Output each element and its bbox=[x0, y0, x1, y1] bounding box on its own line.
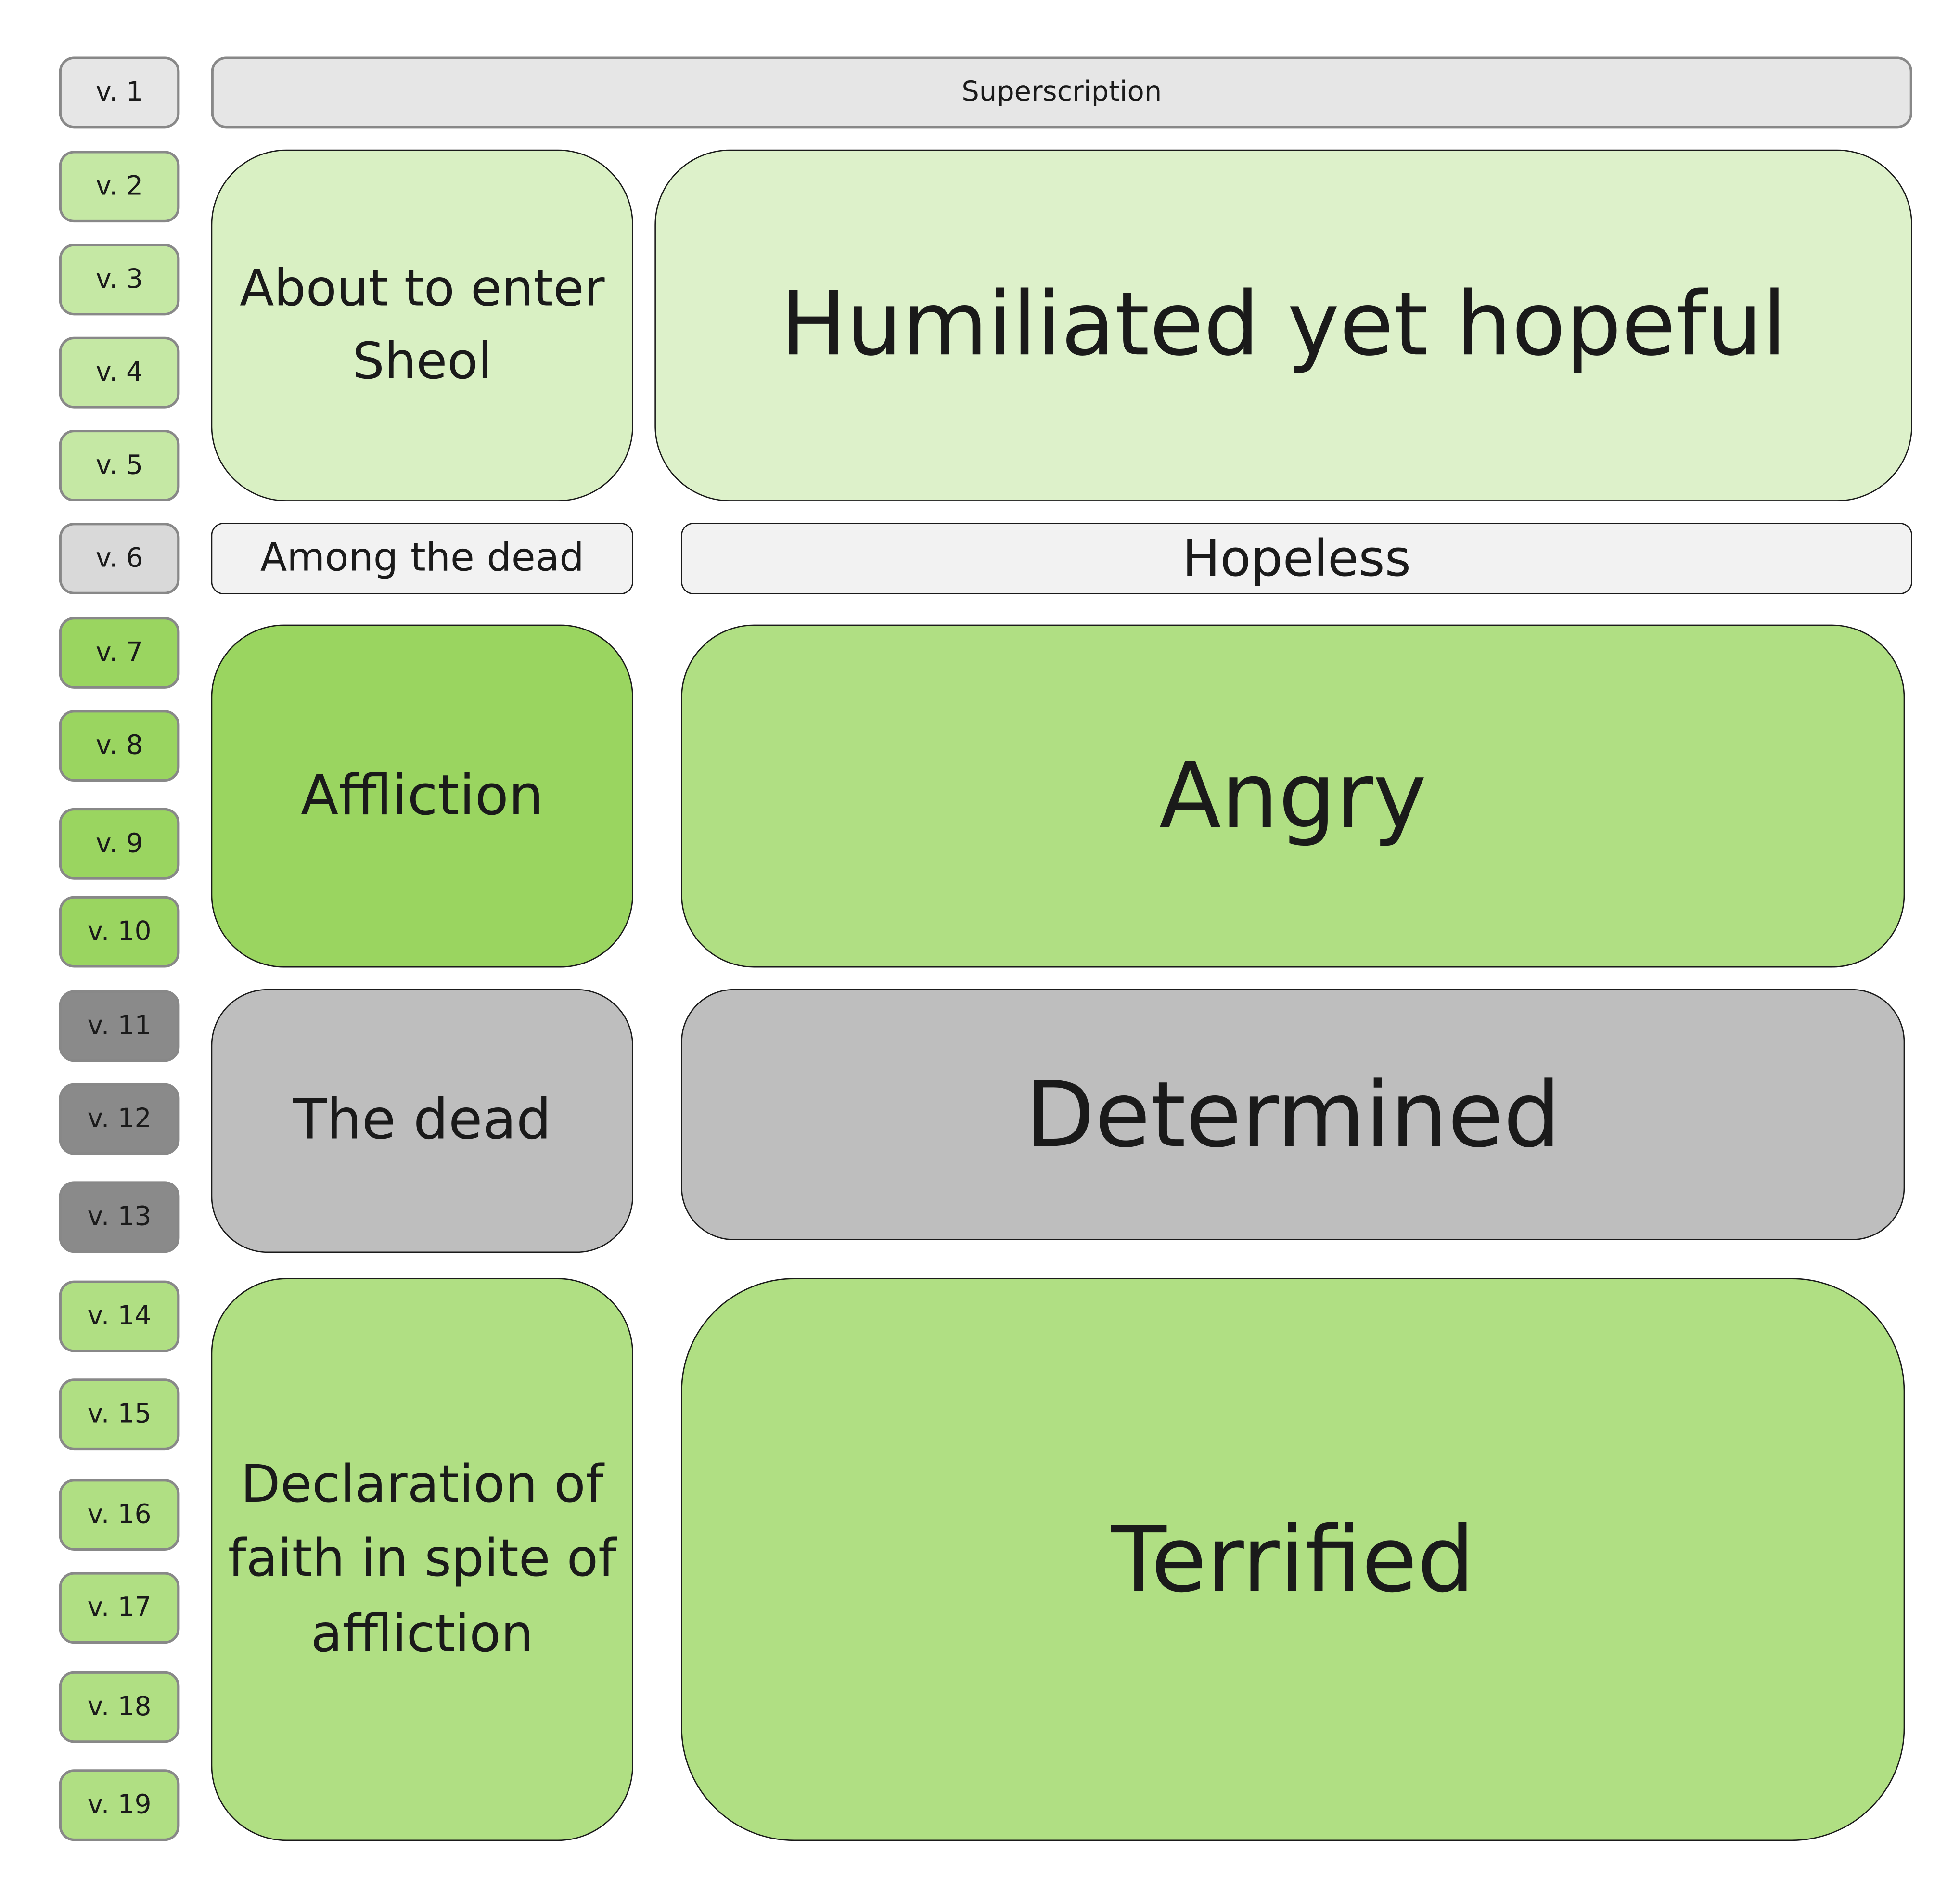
verse-label: v. 8 bbox=[96, 730, 143, 761]
verse-box: v. 4 bbox=[59, 336, 180, 409]
verse-label: v. 16 bbox=[87, 1499, 152, 1530]
verse-label: v. 12 bbox=[87, 1104, 152, 1134]
verse-box: v. 3 bbox=[59, 244, 180, 316]
verse-label: v. 19 bbox=[87, 1789, 152, 1820]
verse-box: v. 14 bbox=[59, 1280, 180, 1352]
mood-label: Angry bbox=[1159, 743, 1427, 849]
superscription-box: Superscription bbox=[211, 56, 1912, 129]
verse-label: v. 9 bbox=[96, 828, 143, 859]
verse-box: v. 13 bbox=[59, 1181, 180, 1253]
verse-box: v. 19 bbox=[59, 1769, 180, 1841]
verse-label: v. 4 bbox=[96, 357, 143, 387]
verse-box: v. 6 bbox=[59, 523, 180, 595]
verse-box: v. 11 bbox=[59, 990, 180, 1062]
verse-box: v. 7 bbox=[59, 617, 180, 689]
theme-label: The dead bbox=[293, 1088, 551, 1153]
verse-label: v. 7 bbox=[96, 637, 143, 668]
verse-box: v. 16 bbox=[59, 1479, 180, 1551]
verse-box: v. 15 bbox=[59, 1378, 180, 1451]
mood-box-humiliated-yet-hopeful: Humiliated yet hopeful bbox=[654, 149, 1912, 501]
verse-label: v. 6 bbox=[96, 543, 143, 574]
verse-label: v. 3 bbox=[96, 264, 143, 295]
theme-label: Affliction bbox=[300, 763, 544, 828]
verse-label: v. 17 bbox=[87, 1592, 152, 1623]
verse-box: v. 18 bbox=[59, 1671, 180, 1743]
verse-label: v. 10 bbox=[87, 916, 152, 947]
superscription-label: Superscription bbox=[961, 76, 1162, 108]
verse-box: v. 8 bbox=[59, 710, 180, 782]
verse-box: v. 17 bbox=[59, 1572, 180, 1644]
verse-box: v. 12 bbox=[59, 1083, 180, 1155]
verse-label: v. 13 bbox=[87, 1201, 152, 1232]
verse-label: v. 18 bbox=[87, 1692, 152, 1722]
verse-box: v. 1 bbox=[59, 56, 180, 129]
verse-label: v. 14 bbox=[87, 1301, 152, 1331]
theme-label: About to enter Sheol bbox=[239, 260, 605, 391]
mood-label: Hopeless bbox=[1182, 529, 1411, 588]
mood-box-hopeless: Hopeless bbox=[681, 523, 1912, 595]
mood-box-angry: Angry bbox=[681, 624, 1905, 968]
mood-box-terrified: Terrified bbox=[681, 1278, 1905, 1841]
verse-box: v. 5 bbox=[59, 429, 180, 501]
theme-label: Declaration of faith in spite of afflict… bbox=[228, 1453, 616, 1664]
theme-box-among-the-dead: Among the dead bbox=[211, 523, 633, 595]
verse-box: v. 10 bbox=[59, 896, 180, 968]
theme-box-the-dead: The dead bbox=[211, 989, 633, 1253]
verse-label: v. 5 bbox=[96, 450, 143, 481]
theme-box-about-to-enter-sheol: About to enter Sheol bbox=[211, 149, 633, 501]
verse-label: v. 15 bbox=[87, 1399, 152, 1429]
theme-label: Among the dead bbox=[260, 535, 584, 581]
theme-box-affliction: Affliction bbox=[211, 624, 633, 968]
mood-label: Humiliated yet hopeful bbox=[780, 273, 1787, 376]
verse-label: v. 2 bbox=[96, 171, 143, 202]
mood-label: Terrified bbox=[1111, 1506, 1475, 1612]
verse-box: v. 9 bbox=[59, 808, 180, 880]
theme-box-declaration-of-faith: Declaration of faith in spite of afflict… bbox=[211, 1278, 633, 1841]
verse-label: v. 1 bbox=[96, 77, 143, 107]
mood-box-determined: Determined bbox=[681, 989, 1905, 1241]
verse-label: v. 11 bbox=[87, 1010, 152, 1041]
mood-label: Determined bbox=[1025, 1061, 1561, 1168]
verse-box: v. 2 bbox=[59, 151, 180, 223]
